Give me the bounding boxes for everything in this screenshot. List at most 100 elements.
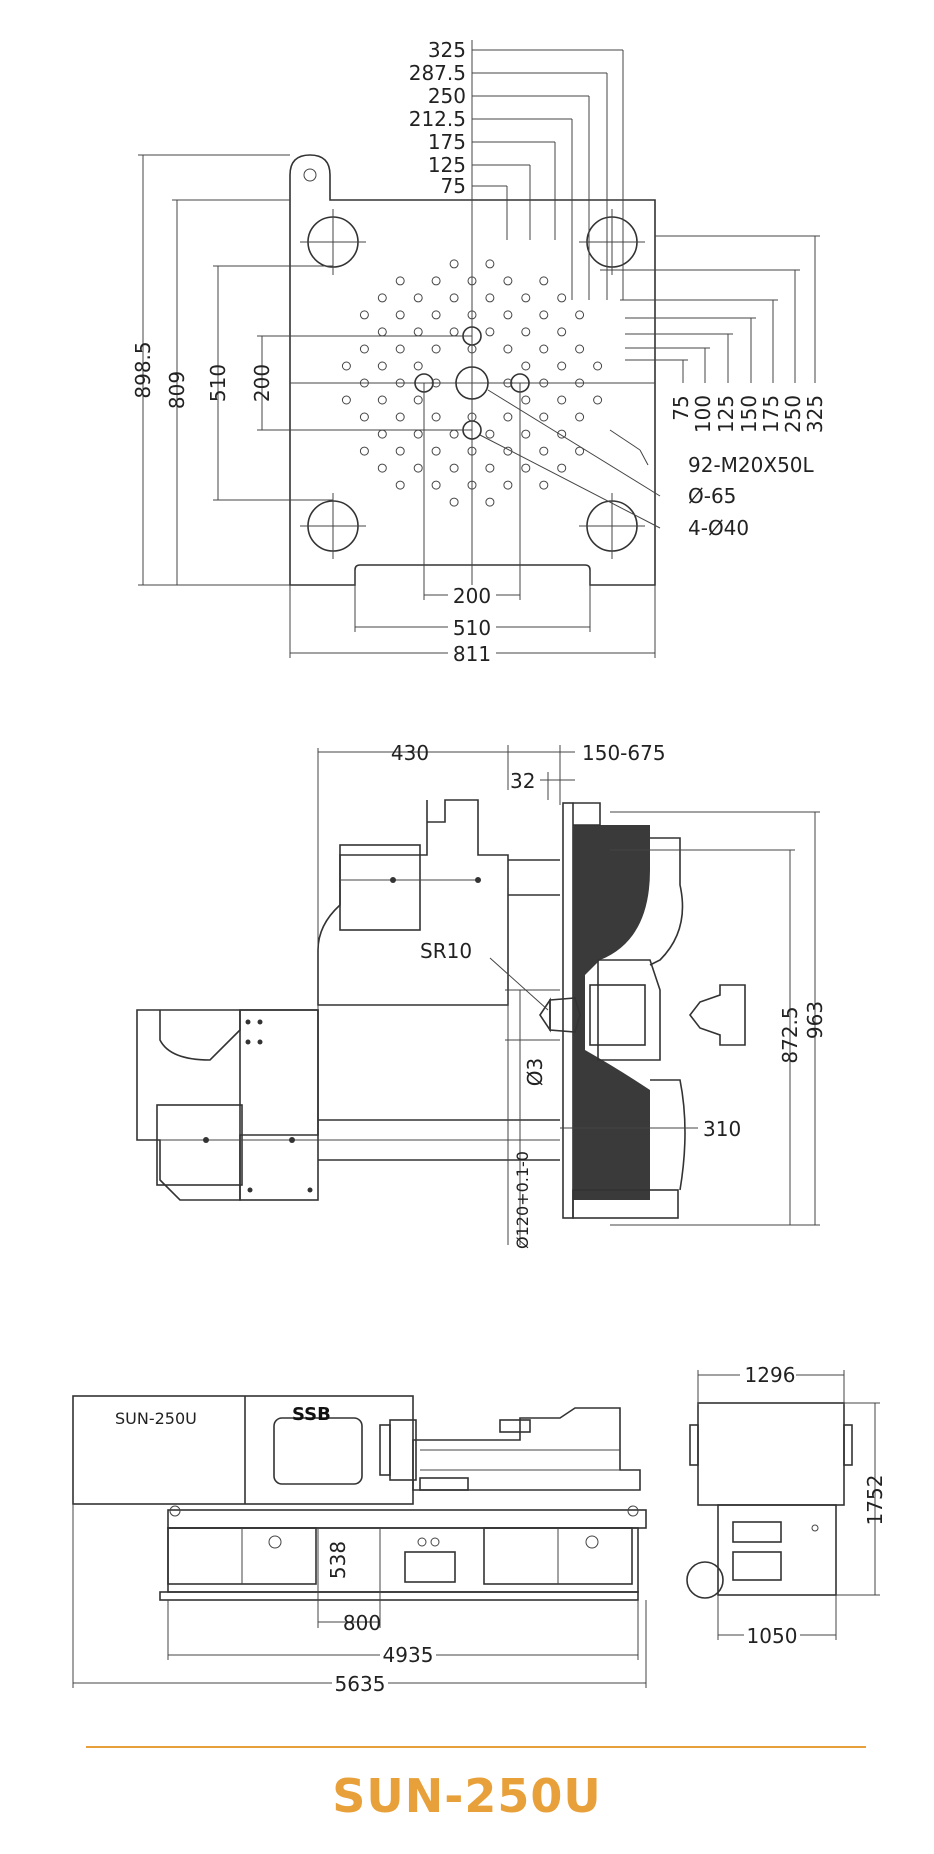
dim-left-0: 898.5: [131, 341, 155, 398]
tapped-hole: [449, 293, 459, 303]
tapped-hole: [539, 378, 549, 388]
tapped-hole: [521, 395, 531, 405]
tapped-hole: [521, 361, 531, 371]
injection-side-view: 430 150-675 32: [136, 741, 827, 1249]
dim-538: 538: [326, 1541, 350, 1579]
dim-side-sr10: SR10: [420, 939, 472, 963]
tapped-hole: [377, 429, 387, 439]
tapped-hole: [377, 463, 387, 473]
tapped-hole: [449, 327, 459, 337]
tapped-hole: [431, 344, 441, 354]
tapped-hole: [359, 378, 369, 388]
tapped-hole: [557, 327, 567, 337]
tapped-hole: [431, 446, 441, 456]
dim-top-1: 287.5: [409, 61, 466, 85]
dim-top-3: 212.5: [409, 107, 466, 131]
tapped-hole: [557, 395, 567, 405]
tapped-hole: [575, 412, 585, 422]
tapped-hole: [449, 463, 459, 473]
tapped-hole: [359, 344, 369, 354]
dim-800: 800: [343, 1611, 381, 1635]
tapped-hole: [359, 412, 369, 422]
machine-elevation: SUN-250U SSB 538 800 493: [72, 1395, 647, 1696]
tapped-hole: [503, 480, 513, 490]
dim-left-3: 200: [250, 364, 274, 402]
machine-end-view: 1296 1752 1050: [686, 1363, 887, 1648]
tapped-hole: [503, 412, 513, 422]
tapped-hole: [377, 293, 387, 303]
tapped-holes: [341, 259, 603, 507]
tapped-hole: [521, 293, 531, 303]
tapped-hole: [575, 310, 585, 320]
tapped-hole: [377, 361, 387, 371]
tapped-hole: [485, 429, 495, 439]
tapped-hole: [413, 293, 423, 303]
tapped-hole: [575, 344, 585, 354]
footer-title: SUN-250U: [332, 1769, 601, 1823]
dim-right-1: 100: [691, 395, 715, 433]
tapped-hole: [539, 276, 549, 286]
tapped-hole: [467, 344, 477, 354]
tapped-hole: [485, 293, 495, 303]
dim-side-872: 872.5: [778, 1006, 802, 1063]
dim-side-32: 32: [510, 769, 535, 793]
tapped-hole: [377, 395, 387, 405]
dim-left-2: 510: [206, 364, 230, 402]
dim-top-4: 175: [428, 130, 466, 154]
tapped-hole: [539, 412, 549, 422]
right-dimensions: 75 100 125 150 175 250 325: [600, 235, 827, 433]
callout-locating: 4-Ø40: [688, 516, 749, 540]
tapped-hole: [467, 276, 477, 286]
platen-front-view: 325 287.5 250 212.5 175 125 75 898.5 809…: [131, 38, 827, 666]
tapped-hole: [539, 344, 549, 354]
dim-right-5: 250: [781, 395, 805, 433]
dim-right-3: 150: [737, 395, 761, 433]
tapped-hole: [431, 276, 441, 286]
dim-top-2: 250: [428, 84, 466, 108]
dim-right-4: 175: [759, 395, 783, 433]
tapped-hole: [395, 412, 405, 422]
tapped-hole: [431, 480, 441, 490]
dim-right-6: 325: [803, 395, 827, 433]
dim-side-d3: Ø3: [523, 1058, 547, 1086]
tapped-hole: [521, 327, 531, 337]
tapped-hole: [467, 446, 477, 456]
callout-tapped: 92-M20X50L: [688, 453, 815, 477]
tapped-hole: [521, 429, 531, 439]
callout-center: Ø-65: [688, 484, 736, 508]
tapped-hole: [413, 429, 423, 439]
tapped-hole: [485, 327, 495, 337]
tapped-hole: [485, 259, 495, 269]
tapped-hole: [449, 497, 459, 507]
dim-top-5: 125: [428, 153, 466, 177]
center-hole: [455, 366, 489, 400]
model-label: SUN-250U: [115, 1409, 197, 1428]
tapped-hole: [557, 293, 567, 303]
tapped-hole: [449, 429, 459, 439]
tapped-hole: [449, 259, 459, 269]
tapped-hole: [395, 276, 405, 286]
tapped-hole: [359, 310, 369, 320]
dim-side-430: 430: [391, 741, 429, 765]
tapped-hole: [539, 446, 549, 456]
tapped-hole: [593, 361, 603, 371]
tie-bar-holes: [300, 209, 645, 559]
dim-bottom-2: 811: [453, 642, 491, 666]
dim-1050: 1050: [747, 1624, 798, 1648]
tapped-hole: [575, 378, 585, 388]
tapped-hole: [503, 344, 513, 354]
tapped-hole: [413, 327, 423, 337]
tapped-hole: [539, 310, 549, 320]
tapped-hole: [467, 310, 477, 320]
tapped-hole: [341, 361, 351, 371]
top-dimensions: 325 287.5 250 212.5 175 125 75: [409, 38, 624, 300]
tapped-hole: [341, 395, 351, 405]
dim-5635: 5635: [335, 1672, 386, 1696]
tapped-hole: [431, 378, 441, 388]
dim-1296: 1296: [745, 1363, 796, 1387]
dim-1752: 1752: [863, 1475, 887, 1526]
tapped-hole: [467, 480, 477, 490]
tapped-hole: [593, 395, 603, 405]
tapped-hole: [395, 310, 405, 320]
